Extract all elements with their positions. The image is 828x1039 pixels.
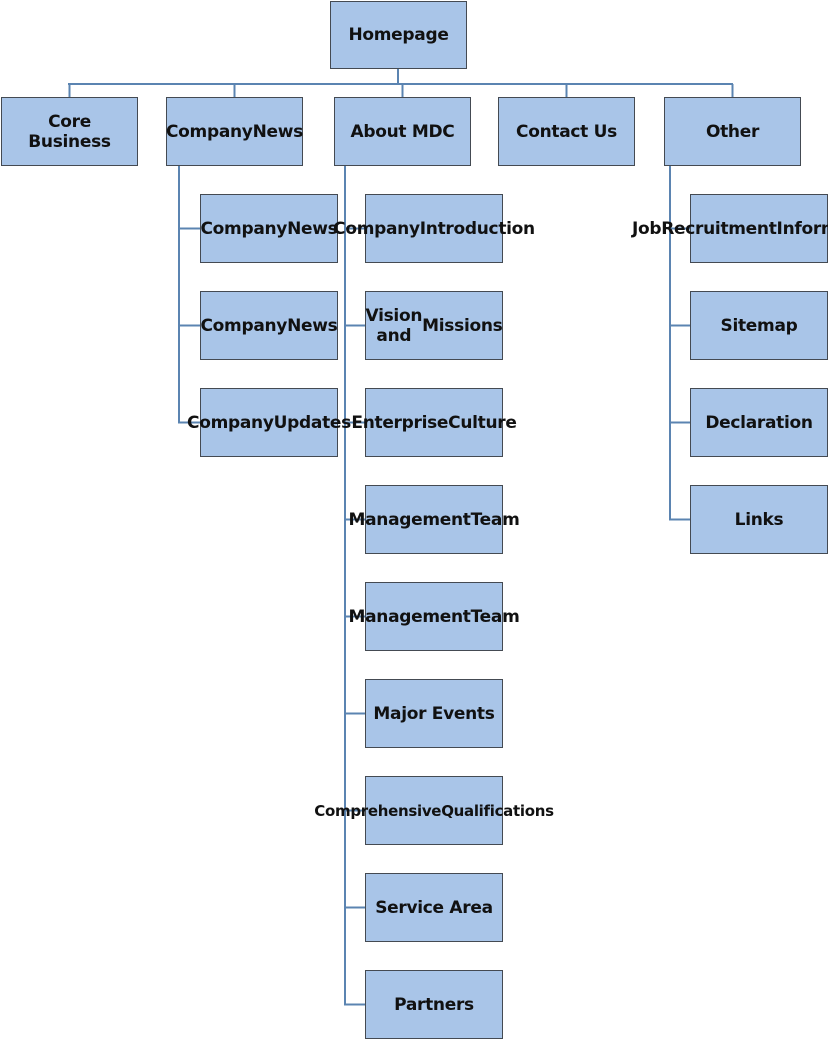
branch-about-mdc-child-company-introduction-label: Company <box>333 218 420 239</box>
homepage-label: Homepage <box>348 25 449 45</box>
branch-about-mdc-child-service-area-node: Service Area <box>365 873 503 942</box>
branch-about-mdc-child-management-team-label: Team <box>470 606 520 627</box>
branch-about-mdc-child-management-team-label: Management <box>348 606 471 627</box>
branch-company-news-child-company-news-label: Company <box>200 315 288 336</box>
branch-company-news-child-company-news-label: News <box>287 315 338 336</box>
branch-company-news-label: Company <box>166 121 253 142</box>
branch-about-mdc-child-partners-node: Partners <box>365 970 503 1039</box>
branch-contact-us-label: Contact Us <box>516 121 617 142</box>
branch-company-news-child-company-news-label: News <box>287 218 338 239</box>
branch-about-mdc-child-service-area-label: Service Area <box>375 897 493 918</box>
branch-other-label: Other <box>705 121 760 142</box>
branch-core-business-label: Core Business <box>28 111 111 152</box>
branch-about-mdc-child-comprehensive-qualifications-label: Comprehensive <box>314 801 442 820</box>
branch-company-news-label: News <box>252 121 304 142</box>
branch-about-mdc-node: About MDC <box>334 97 471 166</box>
branch-other-child-job-recruitment-information-label: Job <box>631 218 662 239</box>
branch-about-mdc-child-major-events-label: Major Events <box>373 703 495 724</box>
branch-about-mdc-child-vision-and-missions-label: Vision and <box>365 305 423 346</box>
branch-other-child-sitemap-label: Sitemap <box>720 315 798 336</box>
branch-about-mdc-child-major-events-node: Major Events <box>365 679 503 748</box>
branch-other-node: Other <box>664 97 801 166</box>
branch-about-mdc-child-enterprise-culture-label: Enterprise <box>351 412 449 433</box>
branch-other-child-declaration-label: Declaration <box>705 412 813 433</box>
branch-other-child-declaration-node: Declaration <box>690 388 828 457</box>
branch-company-news-child-company-news-label: Company <box>200 218 288 239</box>
branch-core-business-node: Core Business <box>1 97 138 166</box>
branch-about-mdc-child-comprehensive-qualifications-label: Qualifications <box>441 801 554 820</box>
branch-other-child-links-label: Links <box>734 509 784 530</box>
branch-contact-us-node: Contact Us <box>498 97 635 166</box>
branch-about-mdc-child-partners-label: Partners <box>394 994 474 1015</box>
branch-about-mdc-child-management-team-label: Management <box>348 509 471 530</box>
branch-about-mdc-child-company-introduction-label: Introduction <box>419 218 535 239</box>
branch-about-mdc-label: About MDC <box>350 121 455 142</box>
branch-company-news-child-company-updates-label: Company <box>187 412 274 433</box>
branch-about-mdc-child-vision-and-missions-label: Missions <box>422 315 503 336</box>
branch-other-child-job-recruitment-information-node: JobRecruitmentInformation <box>632 194 828 263</box>
branch-other-child-job-recruitment-information-label: Information <box>776 218 828 239</box>
branch-company-news-child-company-updates-label: Updates <box>273 412 352 433</box>
homepage-node: Homepage <box>330 1 467 69</box>
branch-about-mdc-child-enterprise-culture-label: Culture <box>448 412 517 433</box>
branch-other-child-job-recruitment-information-label: Recruitment <box>661 218 777 239</box>
branch-other-child-sitemap-node: Sitemap <box>690 291 828 360</box>
branch-about-mdc-child-management-team-label: Team <box>470 509 520 530</box>
branch-other-child-links-node: Links <box>690 485 828 554</box>
